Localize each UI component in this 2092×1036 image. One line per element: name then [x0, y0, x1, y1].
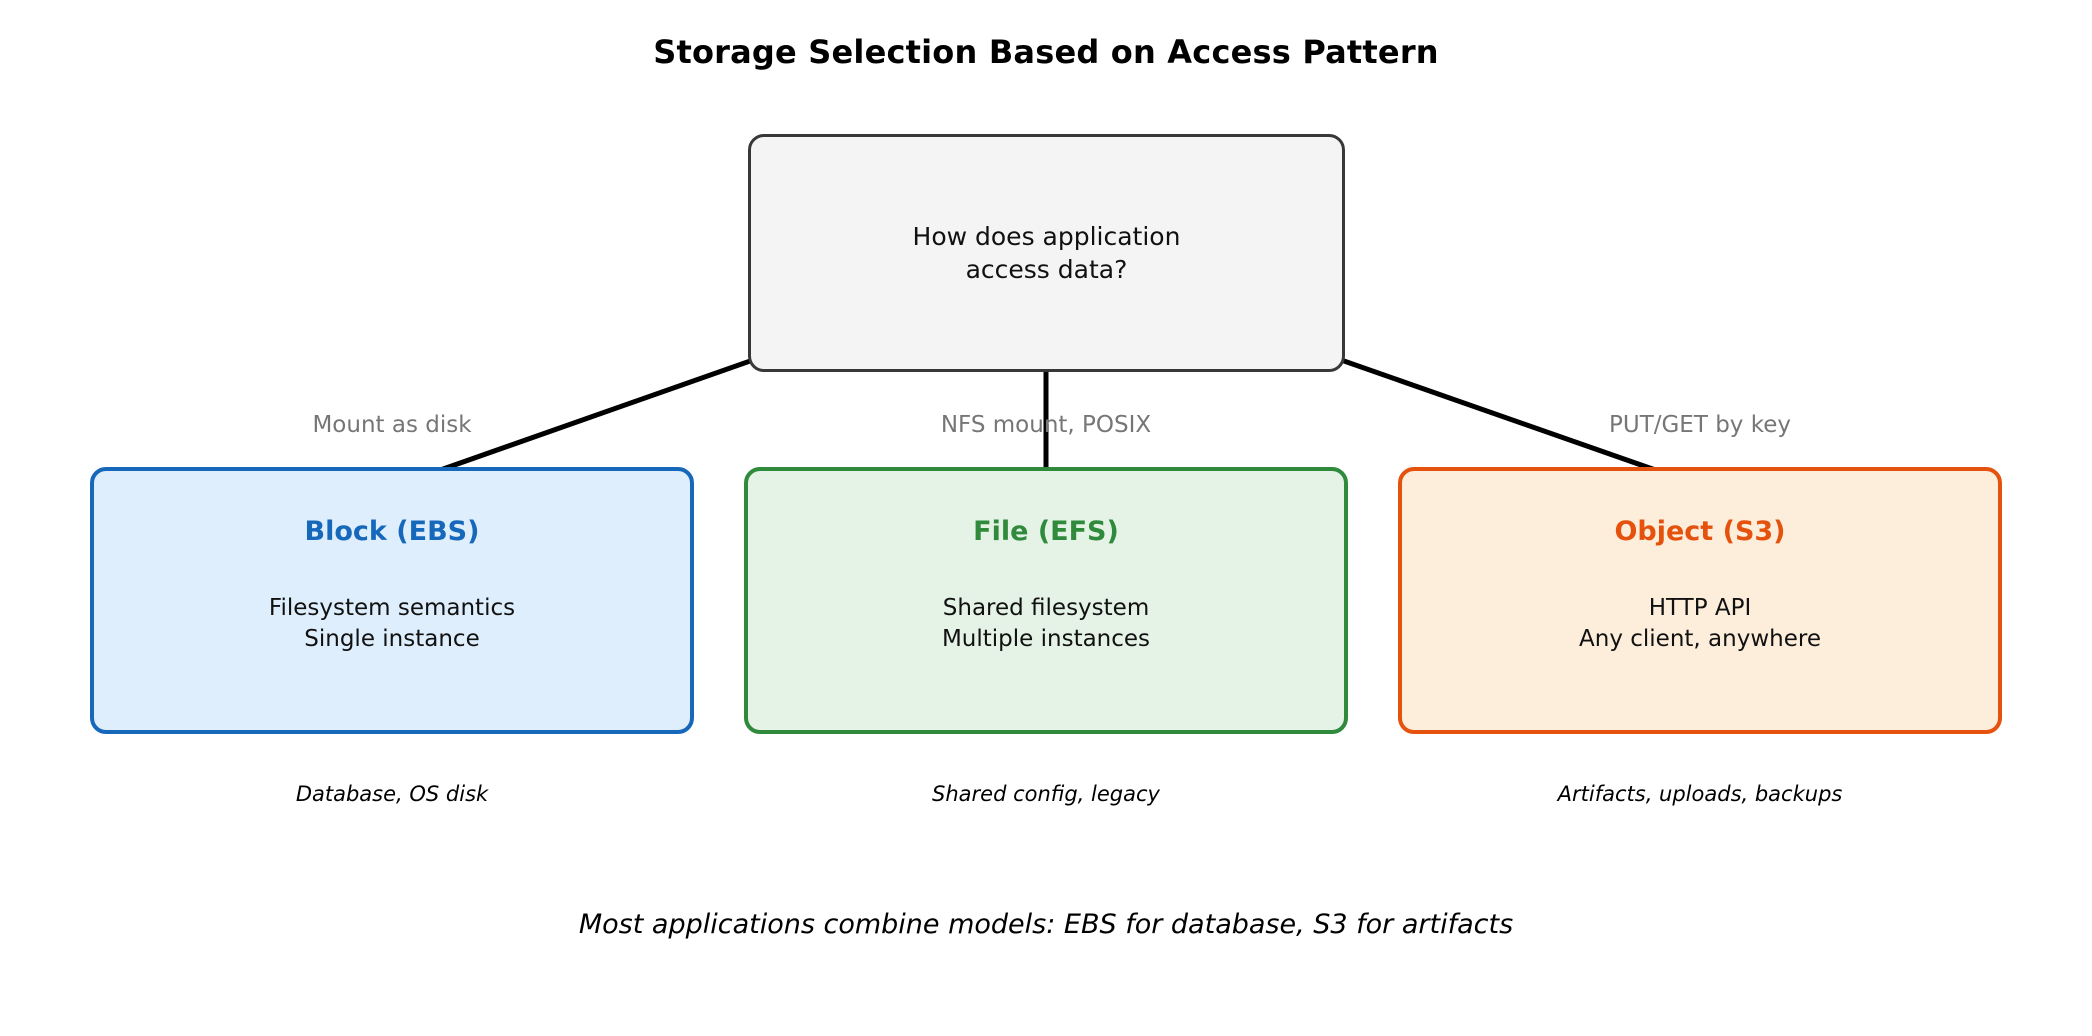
option-detail-object: HTTP API Any client, anywhere [1402, 593, 1998, 655]
option-detail-block: Filesystem semantics Single instance [94, 593, 690, 655]
option-heading-file: File (EFS) [973, 516, 1119, 547]
branch-label-object: PUT/GET by key [1608, 412, 1791, 438]
option-heading-block: Block (EBS) [304, 516, 480, 547]
option-detail-line-2: Single instance [304, 626, 480, 653]
decision-box-text: How does application access data? [913, 220, 1181, 286]
option-detail-line-2: Any client, anywhere [1579, 626, 1821, 653]
branch-label-block: Mount as disk [312, 412, 472, 438]
decision-line-2: access data? [965, 255, 1128, 284]
decision-line-1: How does application [912, 222, 1181, 251]
option-box-file[interactable]: File (EFS) Shared filesystem Multiple in… [744, 467, 1348, 734]
option-heading-object: Object (S3) [1614, 516, 1786, 547]
use-case-object: Artifacts, uploads, backups [1557, 782, 1843, 806]
option-detail-line-1: Shared filesystem [942, 595, 1150, 621]
option-detail-line-1: Filesystem semantics [268, 595, 516, 621]
footnote-text: Most applications combine models: EBS fo… [578, 909, 1514, 940]
use-case-block: Database, OS disk [295, 782, 489, 806]
decision-box[interactable]: How does application access data? [748, 134, 1345, 372]
option-detail-line-2: Multiple instances [941, 626, 1151, 653]
branch-label-file: NFS mount, POSIX [940, 412, 1152, 438]
option-box-block[interactable]: Block (EBS) Filesystem semantics Single … [90, 467, 694, 734]
option-detail-line-1: HTTP API [1648, 595, 1752, 621]
use-case-file: Shared config, legacy [932, 782, 1160, 806]
page-title: Storage Selection Based on Access Patter… [653, 33, 1439, 71]
option-detail-file: Shared filesystem Multiple instances [748, 593, 1344, 655]
option-box-object[interactable]: Object (S3) HTTP API Any client, anywher… [1398, 467, 2002, 734]
